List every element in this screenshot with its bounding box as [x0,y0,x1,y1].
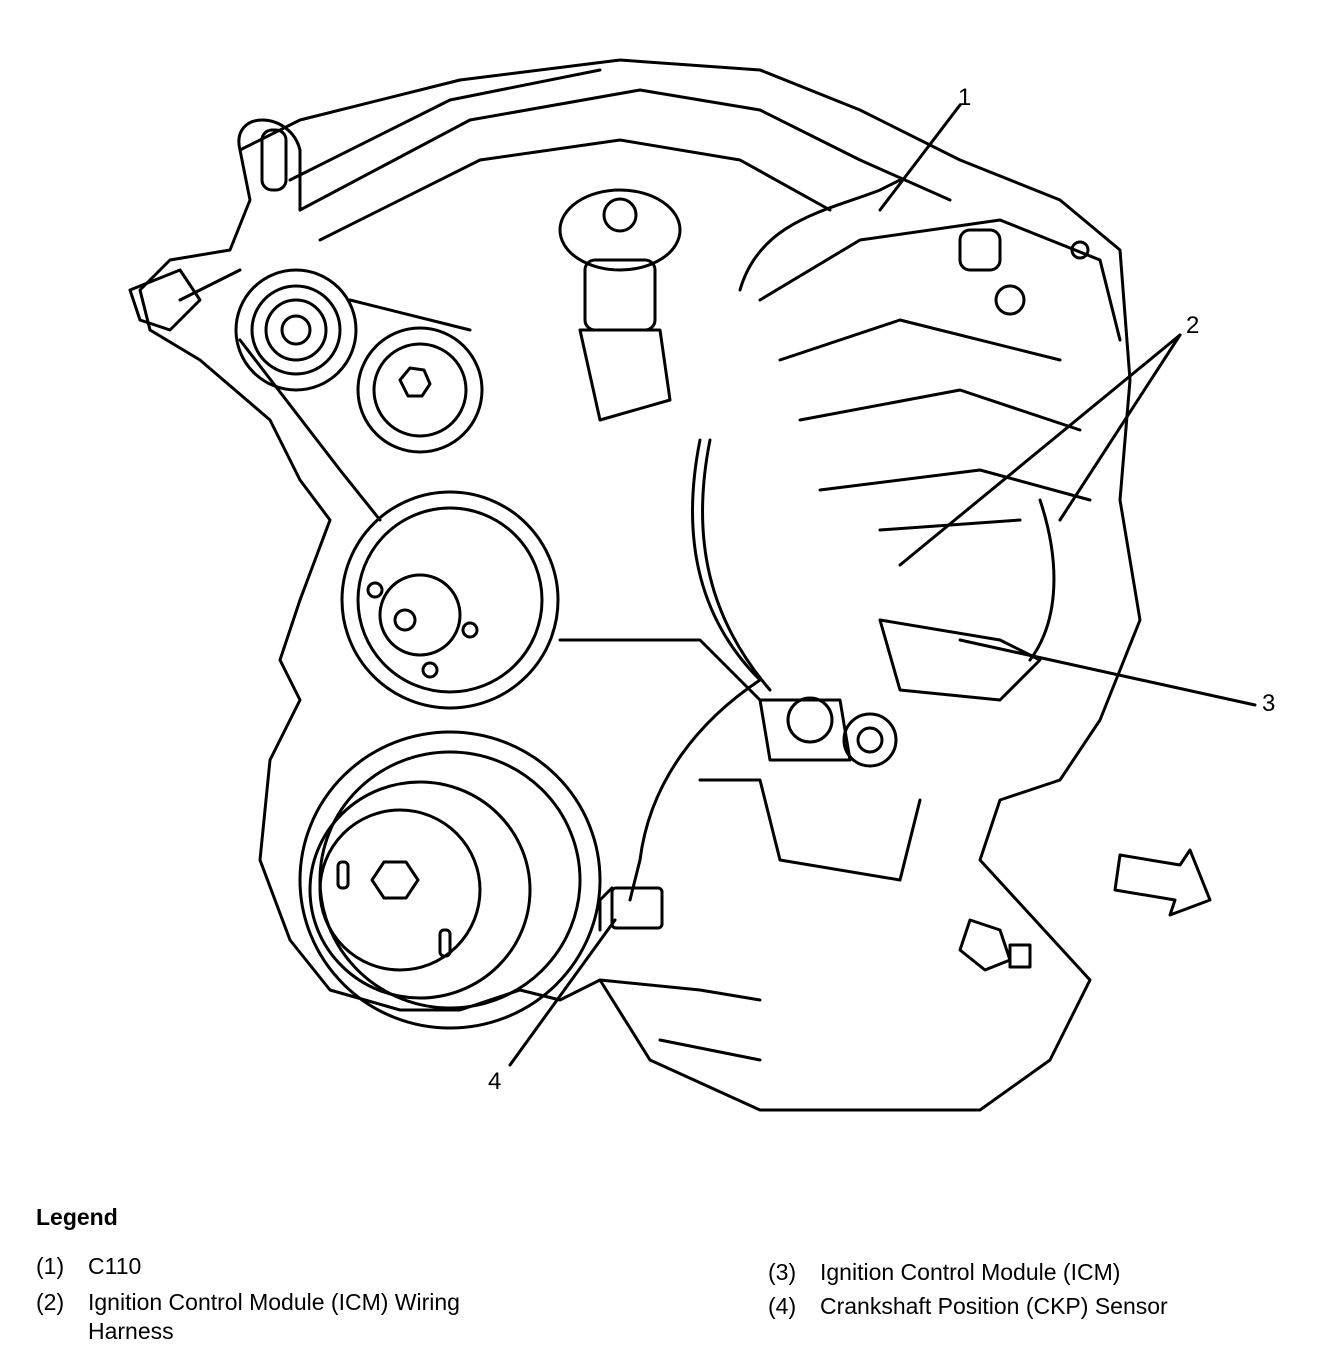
legend-text: Crankshaft Position (CKP) Sensor [820,1293,1168,1319]
legend-num: (1) [36,1253,65,1279]
front-arrow [1113,848,1212,917]
legend-text: Ignition Control Module (ICM) [820,1259,1121,1285]
tensioner [356,326,484,454]
connector-left [128,268,202,332]
icm-module [758,618,1042,768]
legend-item-3: (3) Ignition Control Module (ICM) [768,1258,1120,1287]
legend-text-line2: Harness [88,1318,174,1344]
icm-harness [738,178,902,292]
legend-num: (2) [36,1289,65,1315]
leader-1 [878,103,962,212]
engine-diagram [128,58,1257,1112]
legend-item-4: (4) Crankshaft Position (CKP) Sensor [768,1292,1168,1321]
leader-3 [958,638,1257,707]
callout-3: 3 [1262,690,1276,717]
legend-num: (3) [768,1259,797,1285]
callout-1: 1 [958,84,972,111]
leader-2b [1058,333,1182,522]
leader-4 [508,918,617,1067]
legend-item-1: (1) C110 [36,1252,141,1281]
idler-pulley [234,268,358,392]
oil-pressure-sensor [958,918,1032,972]
legend-num: (4) [768,1293,797,1319]
ckp-sensor [598,886,664,932]
callout-2: 2 [1186,312,1200,339]
legend-text: C110 [88,1253,142,1279]
callout-4: 4 [488,1068,502,1095]
legend-title: Legend [36,1204,118,1230]
legend-text-line1: Ignition Control Module (ICM) Wiring [88,1289,460,1315]
engine-outline [138,58,1142,1112]
crankshaft-balancer [298,730,602,1030]
thermostat-housing [558,188,682,422]
leader-2a [898,333,1182,567]
water-pump-pulley [340,490,560,710]
